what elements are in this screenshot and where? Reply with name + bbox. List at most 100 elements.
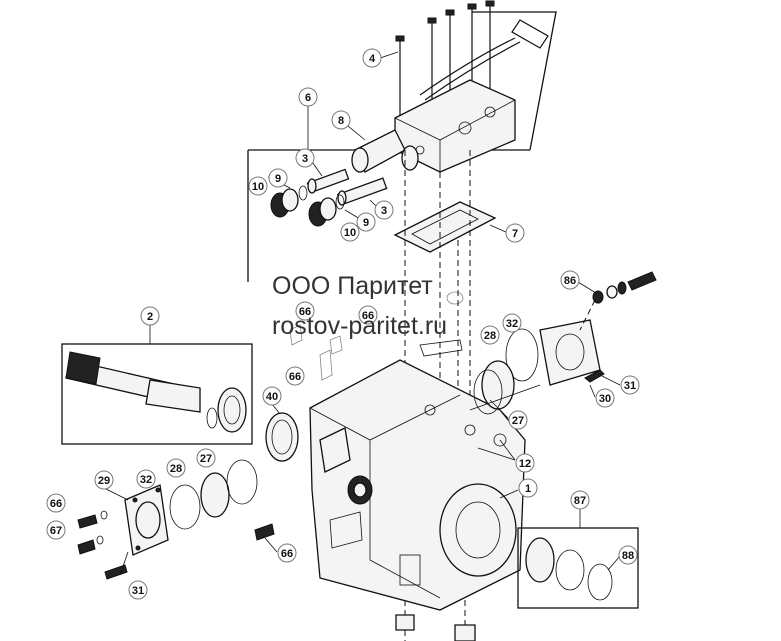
callout-circle: [356, 212, 376, 232]
callout-circle: [618, 545, 638, 565]
callout-circle: [508, 410, 528, 430]
callout-c2: 2: [140, 306, 160, 326]
callout-c6: 6: [298, 87, 318, 107]
callout-number: 1: [525, 483, 531, 495]
callout-c66a: 66: [295, 301, 315, 321]
lever-part: [419, 339, 463, 357]
callout-circle: [570, 490, 590, 510]
gasket-7: [393, 201, 497, 253]
callout-c7: 7: [505, 223, 525, 243]
callout-c66e: 66: [277, 543, 297, 563]
o-ring-32-right: [505, 328, 539, 382]
ring-27-right: [473, 369, 503, 415]
callout-circle: [248, 176, 268, 196]
callout-number: 10: [252, 181, 264, 193]
group-87-frame: [517, 527, 639, 609]
callout-number: 66: [289, 371, 301, 383]
watermark-site: rostov-paritet.ru: [272, 312, 448, 340]
callout-number: 66: [281, 548, 293, 560]
callout-circle: [262, 386, 282, 406]
callout-circle: [340, 222, 360, 242]
callout-circle: [285, 366, 305, 386]
callout-circle: [94, 470, 114, 490]
callout-number: 28: [484, 330, 496, 342]
plug-bottom-right: [454, 624, 476, 641]
callout-number: 6: [305, 92, 311, 104]
spring-10-lower: [308, 197, 337, 227]
callout-number: 8: [338, 115, 344, 127]
callout-c66c: 66: [285, 366, 305, 386]
callout-c10b: 10: [340, 222, 360, 242]
callout-c31a: 31: [620, 375, 640, 395]
spool-3-upper: [306, 168, 350, 194]
callout-circle: [505, 223, 525, 243]
callout-circle: [374, 200, 394, 220]
callout-c66d: 66: [46, 493, 66, 513]
callout-c87: 87: [570, 490, 590, 510]
ring-87b: [555, 549, 585, 591]
ring-88: [587, 563, 613, 601]
callout-number: 12: [519, 458, 531, 470]
bolt-31-right: [584, 369, 605, 383]
callout-number: 7: [512, 228, 518, 240]
callout-c86: 86: [560, 270, 580, 290]
connector-plug: [511, 19, 549, 49]
callout-c66b: 66: [358, 305, 378, 325]
bolt-set-4: [395, 0, 495, 125]
callout-circle: [46, 493, 66, 513]
callout-number: 66: [50, 498, 62, 510]
callout-number: 27: [512, 415, 524, 427]
o-ring-9-upper: [298, 185, 308, 201]
callout-number: 9: [275, 173, 281, 185]
callout-circle: [560, 270, 580, 290]
callout-circle: [46, 520, 66, 540]
group-2-frame: [61, 343, 253, 445]
watermark-company: ООО Паритет: [272, 272, 433, 300]
callout-number: 27: [200, 453, 212, 465]
callout-c31b: 31: [128, 580, 148, 600]
o-ring-32-left: [169, 484, 201, 530]
callout-c40: 40: [262, 386, 282, 406]
ring-27-left: [226, 459, 258, 505]
callout-circle: [128, 580, 148, 600]
callout-circle: [136, 469, 156, 489]
callout-circle: [298, 87, 318, 107]
seal-ring-40: [265, 412, 299, 462]
callout-circle: [277, 543, 297, 563]
callout-number: 31: [624, 380, 636, 392]
callout-c4: 4: [362, 48, 382, 68]
callout-c3a: 3: [295, 148, 315, 168]
faded-screws-66: [289, 291, 464, 381]
callout-c28a: 28: [480, 325, 500, 345]
adjust-screw-86: [592, 271, 657, 304]
callout-circle: [295, 148, 315, 168]
callout-circle: [268, 168, 288, 188]
callout-circle: [515, 453, 535, 473]
callout-circle: [295, 301, 315, 321]
callout-number: 28: [170, 463, 182, 475]
callout-c9a: 9: [268, 168, 288, 188]
pump-housing-1: [309, 359, 526, 611]
callout-circle: [331, 110, 351, 130]
callout-c27b: 27: [196, 448, 216, 468]
callout-number: 30: [599, 393, 611, 405]
callout-c1: 1: [518, 478, 538, 498]
callout-c30: 30: [595, 388, 615, 408]
callout-c28b: 28: [166, 458, 186, 478]
callout-number: 29: [98, 475, 110, 487]
plug-bottom-left: [395, 614, 415, 631]
callout-number: 88: [622, 550, 634, 562]
callout-number: 86: [564, 275, 576, 287]
callout-c32a: 32: [502, 313, 522, 333]
callout-circle: [620, 375, 640, 395]
callout-circle: [480, 325, 500, 345]
callout-c88: 88: [618, 545, 638, 565]
callout-circle: [518, 478, 538, 498]
spool-3-lower: [336, 177, 388, 206]
callout-circle: [358, 305, 378, 325]
callout-number: 87: [574, 495, 586, 507]
callout-circle: [140, 306, 160, 326]
